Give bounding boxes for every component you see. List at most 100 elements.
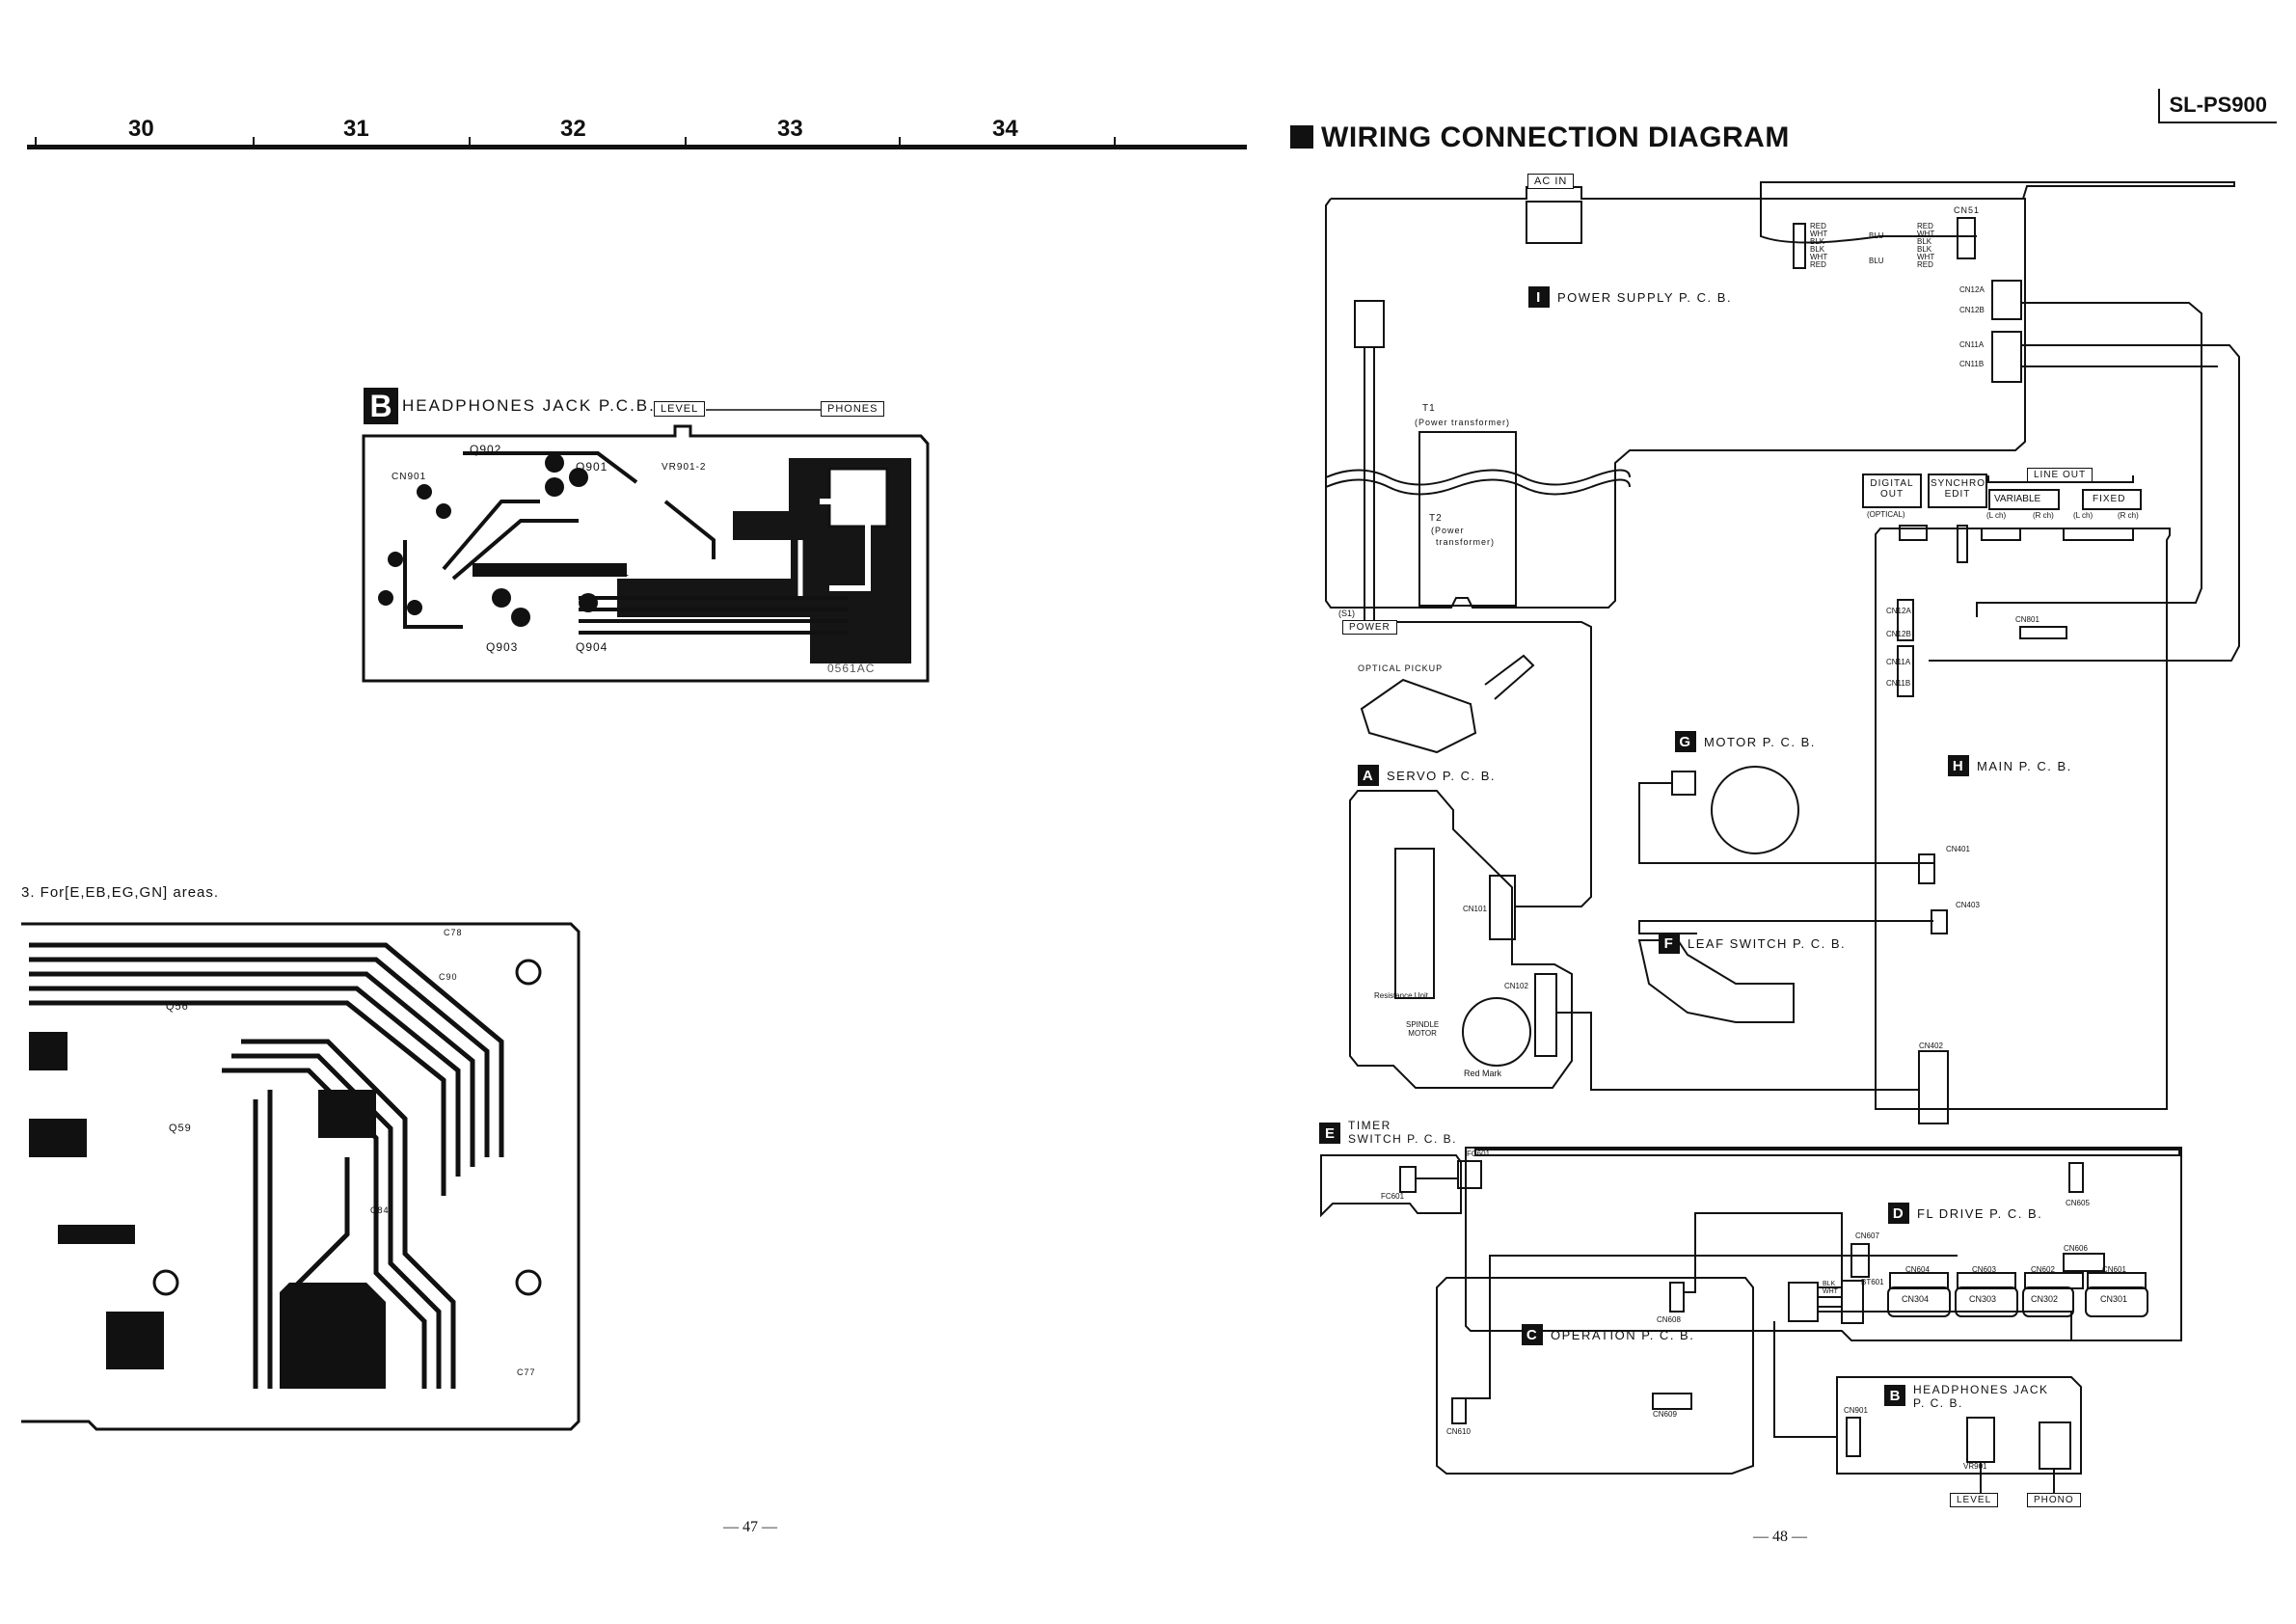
hp-comp-label: Q901 bbox=[576, 460, 608, 474]
synchro-text: SYNCHRO bbox=[1931, 478, 1986, 489]
diagram-title-text: WIRING CONNECTION DIAGRAM bbox=[1321, 122, 1790, 153]
hp-jack-title-text: P. C. B. bbox=[1913, 1396, 1963, 1410]
column-number: 32 bbox=[560, 116, 586, 142]
lch-label: (L ch) bbox=[2073, 511, 2093, 520]
cn609-label: CN609 bbox=[1653, 1410, 1677, 1419]
main-connector-label: CN11B bbox=[1886, 679, 1911, 688]
wire-color: WHT bbox=[1810, 253, 1828, 261]
ruler-tick bbox=[35, 137, 37, 149]
motor-title: G MOTOR P. C. B. bbox=[1675, 731, 1816, 752]
optical-pickup-label: OPTICAL PICKUP bbox=[1358, 663, 1444, 673]
servo-letter: A bbox=[1358, 765, 1379, 786]
phono-label: PHONO bbox=[2027, 1493, 2081, 1507]
digital-out-text: DIGITAL bbox=[1870, 478, 1914, 489]
areas-note: 3. For[E,EB,EG,GN] areas. bbox=[21, 884, 220, 901]
main-connector-label: CN12B bbox=[1886, 630, 1911, 638]
bottom-pcb-label: C84 bbox=[370, 1205, 390, 1215]
bottom-pcb-label: C90 bbox=[439, 972, 458, 982]
cn604-label: CN604 bbox=[1905, 1265, 1930, 1274]
hp-comp-label: Q904 bbox=[576, 640, 608, 654]
timer-title-text: TIMER bbox=[1348, 1119, 1391, 1132]
wire-color: WHT bbox=[1917, 253, 1935, 261]
wire-color: BLK bbox=[1917, 245, 1932, 254]
optical-label: (OPTICAL) bbox=[1867, 510, 1905, 519]
hp-jack-title-text: HEADPHONES JACK bbox=[1913, 1383, 2049, 1396]
ruler-tick bbox=[469, 137, 471, 149]
hp-comp-label: Q903 bbox=[486, 640, 519, 654]
wire-color: RED bbox=[1810, 222, 1826, 230]
ruler-tick bbox=[899, 137, 901, 149]
rch-label: (R ch) bbox=[2033, 511, 2054, 520]
digital-out-text: OUT bbox=[1879, 489, 1904, 500]
ps-connector-label: CN12B bbox=[1959, 306, 1985, 314]
bottom-pcb-label: C78 bbox=[444, 928, 463, 937]
hp-comp-label: 0561AC bbox=[827, 662, 876, 675]
hp-comp-label: IC901 bbox=[594, 565, 631, 579]
wire-color: BLK bbox=[1810, 237, 1825, 246]
cn602-label: CN602 bbox=[2031, 1265, 2055, 1274]
wire-color: BLK bbox=[1917, 237, 1932, 246]
blu-label: BLU bbox=[1869, 231, 1884, 240]
synchro-text: EDIT bbox=[1944, 489, 1971, 500]
wire-colors-right: RED WHT BLK BLK WHT RED bbox=[1917, 223, 1934, 269]
ps-connector-label: CN11B bbox=[1959, 360, 1985, 368]
phones-label: PHONES bbox=[821, 401, 885, 417]
cn402-label: CN402 bbox=[1919, 1042, 1943, 1050]
t1-desc: (Power transformer) bbox=[1415, 418, 1511, 427]
column-number: 31 bbox=[343, 116, 369, 142]
s1-label: (S1) bbox=[1338, 609, 1356, 618]
level-label: LEVEL bbox=[654, 401, 706, 417]
timer-letter: E bbox=[1319, 1123, 1340, 1144]
cn401-label: CN401 bbox=[1946, 845, 1970, 853]
power-label: POWER bbox=[1342, 620, 1397, 635]
t1-label: T1 bbox=[1422, 403, 1436, 414]
hp-comp-label: CN901 bbox=[392, 472, 427, 482]
main-connector-label: CN12A bbox=[1886, 607, 1911, 615]
fc601-label: FC601 bbox=[1381, 1192, 1405, 1201]
hp-pcb-letter: B bbox=[364, 388, 398, 424]
diagram-title: WIRING CONNECTION DIAGRAM bbox=[1290, 122, 1790, 154]
cn607-label: CN607 bbox=[1855, 1232, 1879, 1240]
title-square-icon bbox=[1290, 125, 1313, 149]
ac-in-label: AC IN bbox=[1527, 174, 1575, 189]
cn102-label: CN102 bbox=[1504, 982, 1528, 990]
cn603-label: CN603 bbox=[1972, 1265, 1996, 1274]
wire-color: BLK bbox=[1810, 245, 1825, 254]
hp-jack-title: B HEADPHONES JACK P. C. B. bbox=[1884, 1383, 2049, 1410]
resistance-unit-label: Resistance Unit bbox=[1374, 991, 1429, 1000]
ruler-tick bbox=[253, 137, 255, 149]
blu-label: BLU bbox=[1869, 257, 1884, 265]
servo-title: A SERVO P. C. B. bbox=[1358, 765, 1496, 786]
t2-desc: (Power bbox=[1431, 526, 1465, 535]
variable-label: VARIABLE bbox=[1994, 494, 2041, 504]
bottom-pcb-label: Q56 bbox=[166, 1001, 189, 1013]
cn101-label: CN101 bbox=[1463, 905, 1487, 913]
hp-comp-label: VR901-2 bbox=[662, 462, 707, 473]
bottom-pcb-label: C77 bbox=[517, 1367, 536, 1377]
cn610-label: CN610 bbox=[1446, 1427, 1471, 1436]
servo-title-text: SERVO P. C. B. bbox=[1387, 768, 1497, 783]
cn901-label: CN901 bbox=[1844, 1406, 1868, 1415]
fixed-label: FIXED bbox=[2093, 494, 2126, 504]
model-number: SL-PS900 bbox=[2157, 89, 2277, 123]
leaf-title: F LEAF SWITCH P. C. B. bbox=[1659, 933, 1846, 954]
hp-comp-label: Q902 bbox=[470, 443, 502, 456]
fc601-label: FC601 bbox=[1467, 1150, 1491, 1158]
digital-out-label: DIGITAL OUT bbox=[1867, 478, 1917, 500]
operation-title: C OPERATION P. C. B. bbox=[1522, 1324, 1694, 1345]
t2-label: T2 bbox=[1429, 513, 1443, 524]
wire-color: WHT bbox=[1823, 1288, 1838, 1295]
wire-color: WHT bbox=[1917, 230, 1935, 238]
ps-connector-label: CN11A bbox=[1959, 340, 1985, 349]
operation-letter: C bbox=[1522, 1324, 1543, 1345]
motor-title-text: MOTOR P. C. B. bbox=[1704, 734, 1816, 749]
cn51-label: CN51 bbox=[1954, 205, 1981, 215]
spindle-label: SPINDLE MOTOR bbox=[1406, 1020, 1439, 1038]
power-supply-letter: I bbox=[1528, 286, 1550, 308]
cn403-label: CN403 bbox=[1956, 901, 1980, 909]
wire-color: RED bbox=[1917, 260, 1933, 269]
column-number: 34 bbox=[992, 116, 1018, 142]
page-number-right: — 48 — bbox=[1753, 1529, 1807, 1545]
main-title: H MAIN P. C. B. bbox=[1948, 755, 2072, 776]
